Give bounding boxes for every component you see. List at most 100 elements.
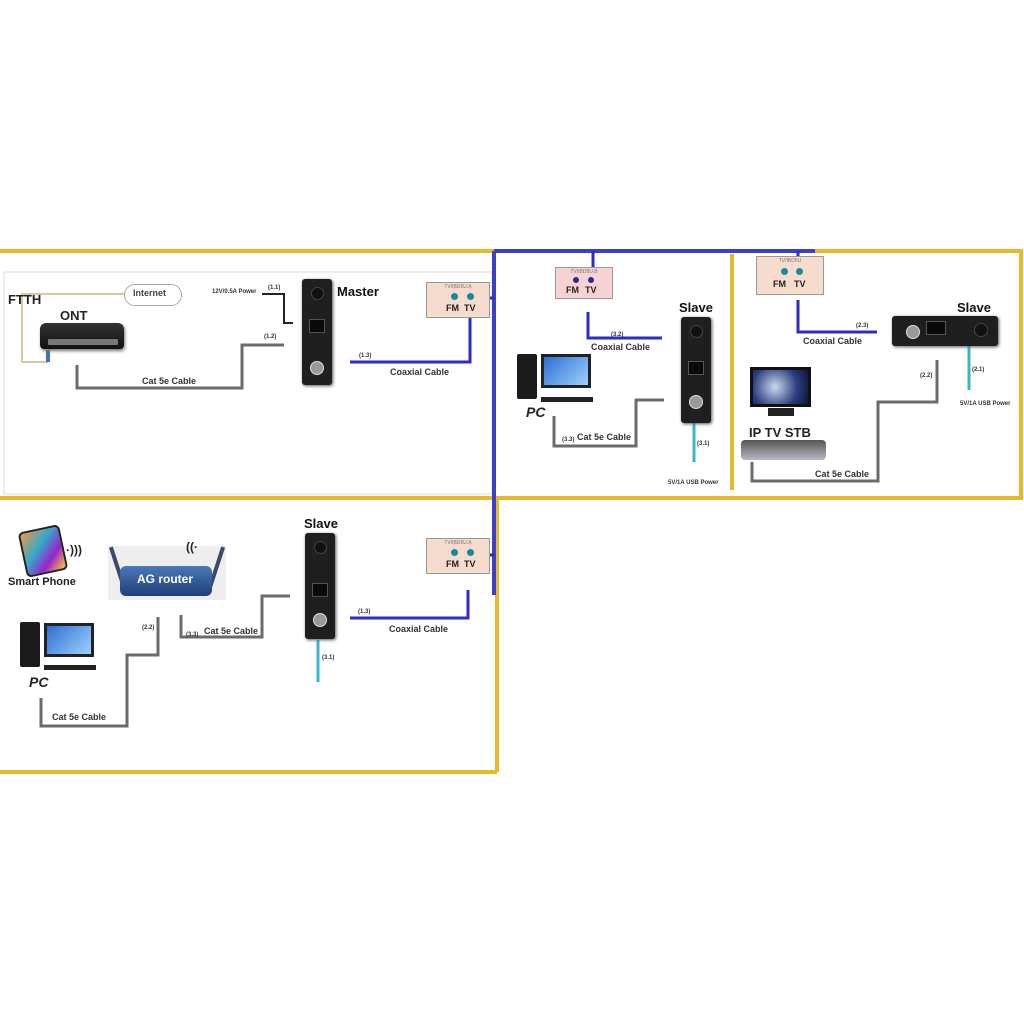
cat5e-label-slave3-a: Cat 5e Cable <box>204 626 259 636</box>
tv-port-icon <box>467 293 474 300</box>
tv-label: TV <box>794 279 806 289</box>
rj45-port-icon <box>312 583 328 597</box>
iptv-stb-label: IP TV STB <box>749 425 811 440</box>
usb-tag-slave3: (3.1) <box>322 655 335 661</box>
cat5e-cable-master <box>75 343 284 390</box>
fm-label: FM <box>446 303 459 313</box>
coax-cable-master <box>350 318 472 364</box>
pc-tower-icon <box>20 622 40 667</box>
cat5e-tag-master: (1.2) <box>264 334 277 340</box>
cat5e-label-slave1: Cat 5e Cable <box>577 432 632 442</box>
wifi-signal-icon: ·))) <box>66 543 82 557</box>
outlet-tag: TV/IBD5U.A <box>444 284 472 290</box>
tv-port-icon <box>796 268 803 275</box>
pc-monitor-icon <box>44 623 94 657</box>
smartphone-label: Smart Phone <box>8 576 76 588</box>
usb-label-slave1: 5V/1A USB Power <box>668 480 719 486</box>
fm-label: FM <box>566 285 579 295</box>
power-button-icon <box>314 541 327 554</box>
tv-outlet-slave3[interactable]: TV/IBD5U.A FM TV <box>426 538 490 574</box>
master-device[interactable] <box>302 279 332 385</box>
outlet-tag: TV/IBD5U <box>778 258 802 264</box>
coax-tag-slave2: (2.3) <box>856 323 869 329</box>
coax-cable-slave1 <box>586 312 662 340</box>
coax-port-icon <box>310 361 324 375</box>
ag-router-device[interactable] <box>108 546 226 600</box>
pc-label-slave1: PC <box>526 404 546 420</box>
tv-label: TV <box>464 559 476 569</box>
power-button-icon <box>974 323 988 337</box>
pc-monitor-icon <box>541 354 591 388</box>
frame-top-right <box>497 249 1023 500</box>
coax-label-slave2: Coaxial Cable <box>803 336 863 346</box>
power-button-icon <box>690 325 703 338</box>
internet-label: Internet <box>133 288 167 298</box>
outlet-tag: TV/IBD5U.B <box>570 269 598 275</box>
router-wifi-icon: ((· <box>186 540 198 554</box>
tv-label: TV <box>464 303 476 313</box>
power-cable-master <box>262 293 293 324</box>
fm-port-icon <box>573 277 579 283</box>
coax-tag-slave1: (3.2) <box>611 332 624 338</box>
cat5e-cable-router-pc <box>39 617 160 728</box>
tv-port-icon <box>467 549 474 556</box>
tv-port-icon <box>588 277 594 283</box>
coax-port-icon <box>906 325 920 339</box>
slave1-label: Slave <box>679 300 713 315</box>
fiber-cable <box>21 293 125 363</box>
rj45-port-icon <box>688 361 704 375</box>
tv-monitor-icon <box>750 367 811 407</box>
slave2-label: Slave <box>957 300 991 315</box>
power-button-icon <box>311 287 324 300</box>
tv-outlet-slave1[interactable]: TV/IBD5U.B FM TV <box>555 267 613 299</box>
ont-device[interactable] <box>40 323 124 349</box>
cat5e-tag-slave2: (2.2) <box>920 373 933 379</box>
tv-outlet-master[interactable]: TV/IBD5U.A FM TV <box>426 282 490 318</box>
pc-keyboard-icon <box>541 397 593 402</box>
router-tag: (2.2) <box>142 625 155 631</box>
coax-tag-slave3: (1.3) <box>358 609 371 615</box>
coax-label-slave1: Coaxial Cable <box>591 342 651 352</box>
usb-tag-slave2: (2.1) <box>972 367 985 373</box>
usb-label-slave2: 5V/1A USB Power <box>960 401 1011 407</box>
cat5e-tag-slave3: (3.3) <box>186 632 199 638</box>
pc-tower-icon <box>517 354 537 399</box>
fm-port-icon <box>451 549 458 556</box>
coax-trunk <box>492 249 815 595</box>
rj45-port-icon <box>309 319 325 333</box>
usb-tag-slave1: (3.1) <box>697 441 710 447</box>
coax-label-master: Coaxial Cable <box>390 367 450 377</box>
pc-label-slave3: PC <box>29 674 49 690</box>
tv-stand-icon <box>768 408 794 416</box>
cat5e-cable-slave1 <box>552 398 664 448</box>
rj45-port-icon <box>926 321 946 335</box>
coax-label-slave3: Coaxial Cable <box>389 624 449 634</box>
ftth-label: FTTH <box>8 292 42 307</box>
cat5e-tag-slave1: (3.3) <box>562 437 575 443</box>
panel-frames <box>0 249 1023 774</box>
tv-outlet-slave2[interactable]: TV/IBD5U FM TV <box>756 256 824 295</box>
iptv-stb-device[interactable] <box>741 440 826 460</box>
slave1-device[interactable] <box>681 317 711 423</box>
slave2-device[interactable] <box>892 316 998 346</box>
master-label: Master <box>337 284 379 299</box>
coax-cable-slave3 <box>350 590 470 620</box>
slave3-label: Slave <box>304 516 338 531</box>
coax-port-icon <box>689 395 703 409</box>
tv-label: TV <box>585 285 597 295</box>
slave3-device[interactable] <box>305 533 335 639</box>
fm-port-icon <box>781 268 788 275</box>
pc-keyboard-icon <box>44 665 96 670</box>
power-tag: (1.1) <box>268 285 281 291</box>
fm-label: FM <box>773 279 786 289</box>
coax-cable-slave2 <box>796 300 877 334</box>
fm-label: FM <box>446 559 459 569</box>
coax-tag-master: (1.3) <box>359 353 372 359</box>
ag-router-label: AG router <box>137 572 194 586</box>
cat5e-label-slave2: Cat 5e Cable <box>815 469 870 479</box>
cat5e-cable-slave2 <box>750 360 939 483</box>
outlet-tag: TV/IBD5U.A <box>444 540 472 546</box>
internet-cloud-icon <box>124 284 182 306</box>
fm-port-icon <box>451 293 458 300</box>
